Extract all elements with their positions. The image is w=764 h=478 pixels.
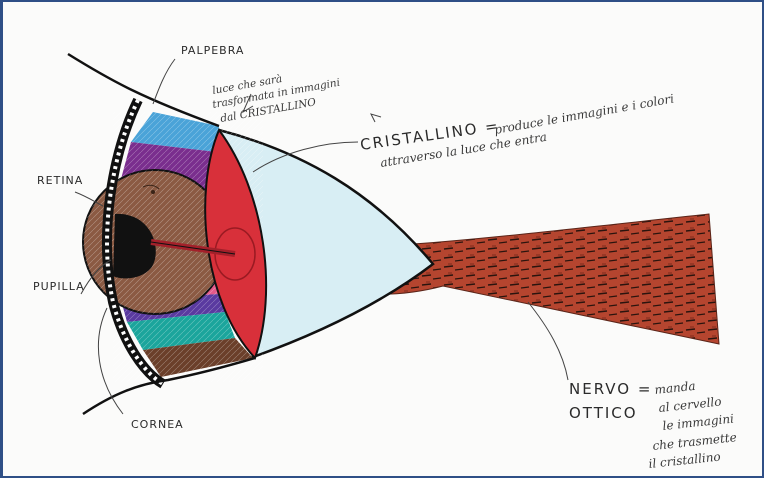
eye-diagram: PALPEBRA RETINA PUPILLA CORNEA luce che … [3,2,764,478]
note-cristallino-1: produce le immagini e i colori [493,91,675,136]
note-nervo-3: le immagini [662,412,735,433]
label-retina: RETINA [37,174,83,187]
label-ottico: OTTICO [569,404,638,422]
label-nervo: NERVO = [569,380,652,398]
note-nervo-4: che trasmette [652,430,737,453]
note-nervo-5: il cristallino [648,449,721,470]
note-nervo-1: manda [654,379,696,397]
label-cornea: CORNEA [131,418,184,431]
label-palpebra: PALPEBRA [181,44,244,57]
note-nervo-2: al cervello [658,394,722,415]
label-pupilla: PUPILLA [33,280,85,293]
